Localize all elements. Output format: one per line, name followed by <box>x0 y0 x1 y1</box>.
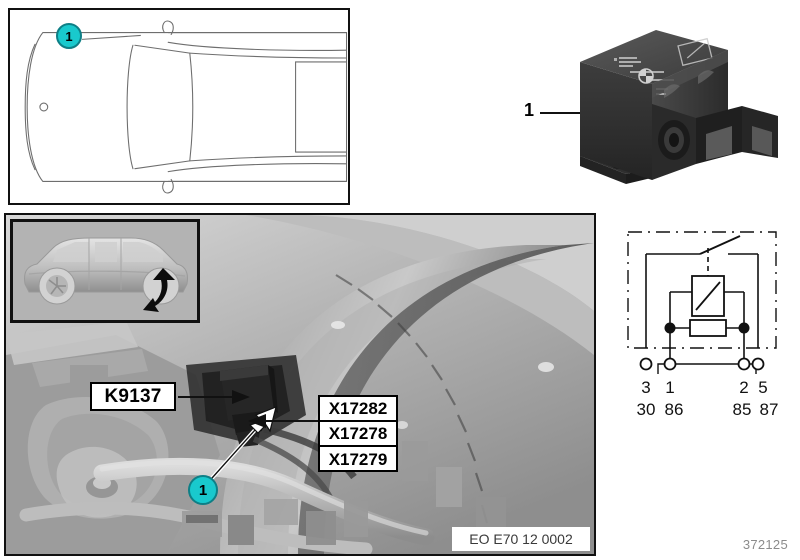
relay-schematic-panel: 3 1 2 5 30 86 85 87 <box>608 218 796 418</box>
relay-component-drawing <box>580 30 778 184</box>
vehicle-side-view-inset <box>10 219 200 323</box>
vehicle-side-view-drawing <box>13 222 197 320</box>
relay-component-photo <box>556 14 792 204</box>
terminal-designation: 30 <box>637 400 656 418</box>
pin-number: 1 <box>665 378 674 397</box>
connector-label: X17282 <box>320 397 396 422</box>
pin-number: 5 <box>758 378 767 397</box>
photo-watermark: EO E70 12 0002 <box>452 527 590 551</box>
pin-number: 2 <box>739 378 748 397</box>
terminal-designation: 87 <box>760 400 779 418</box>
pin-number: 3 <box>641 378 650 397</box>
relay-designation-label: K9137 <box>90 382 176 411</box>
callout-number: 1 <box>65 28 73 44</box>
callout-number: 1 <box>198 481 208 499</box>
connector-label: X17279 <box>328 449 388 469</box>
component-callout-number: 1 <box>524 100 535 120</box>
terminal-designation: 86 <box>665 400 684 418</box>
callout-marker-1-photo: 1 <box>188 475 218 505</box>
vehicle-top-view-drawing <box>24 20 348 194</box>
relay-schematic: 3 1 2 5 30 86 85 87 <box>627 231 779 418</box>
terminal-designation: 85 <box>733 400 752 418</box>
component-leader-line <box>540 112 588 114</box>
connector-label-stack: X17282 X17278 X17279 <box>318 395 398 472</box>
engine-bay-photo-panel <box>4 213 596 556</box>
connector-label: X17278 <box>320 422 396 447</box>
callout-marker-1-vehicle: 1 <box>56 23 82 49</box>
document-part-number: 372125 <box>742 537 788 552</box>
